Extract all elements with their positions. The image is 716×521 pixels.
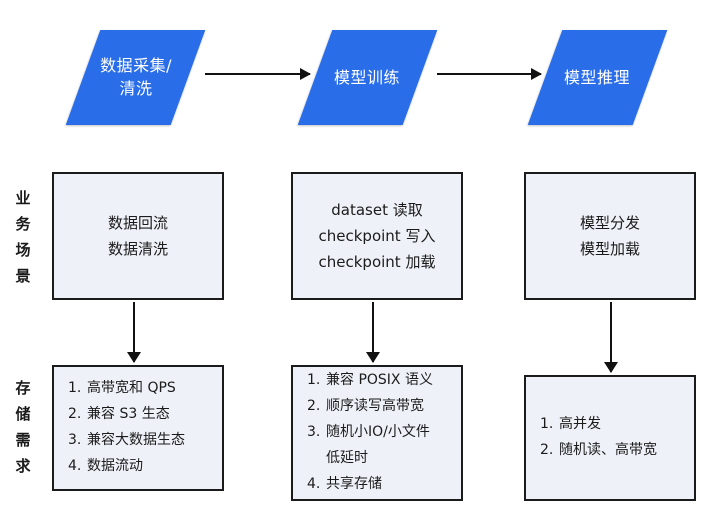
scenario-box-2-line-3: checkpoint 加载	[318, 253, 436, 272]
scenario-box-3-line-2: 模型加载	[579, 240, 640, 258]
requirement-box-2-item-2-text: 顺序读写高带宽	[326, 398, 424, 415]
requirement-box-1-item-4-num: 4.	[68, 457, 82, 474]
arrow-scenario-1-to-requirement-1	[133, 302, 135, 362]
requirement-box-2-item-2: 2. 顺序读写高带宽	[307, 394, 424, 420]
requirement-box-2-item-3-text: 随机小IO/小文件	[326, 424, 430, 441]
stage-data-collection: 数据采集/ 清洗	[65, 30, 206, 125]
requirement-box-1-item-4: 4. 数据流动	[68, 454, 143, 480]
requirement-box-3-item-2-text: 随机读、高带宽	[559, 442, 657, 458]
requirement-box-2-item-2-num: 2.	[307, 398, 321, 415]
requirement-box-2-item-1-text: 兼容 POSIX 语义	[326, 372, 433, 389]
row-label-business-scenario-char-1: 业	[15, 188, 31, 207]
requirement-box-1-item-3: 3. 兼容大数据生态	[68, 428, 185, 454]
scenario-box-2: dataset 读取 checkpoint 写入 checkpoint 加载	[291, 172, 463, 300]
arrow-collection-to-training	[205, 73, 310, 75]
stage-data-collection-label: 数据采集/ 清洗	[99, 56, 172, 99]
row-label-storage-requirement-char-4: 求	[15, 457, 31, 476]
requirement-box-1-item-2: 2. 兼容 S3 生态	[68, 402, 170, 428]
scenario-box-2-line-1: dataset 读取	[331, 200, 423, 219]
requirement-box-1-item-1: 1. 高带宽和 QPS	[68, 376, 176, 402]
row-label-storage-requirement: 存 储 需 求	[6, 368, 40, 486]
requirement-box-2-item-1: 1. 兼容 POSIX 语义	[307, 368, 433, 394]
row-label-storage-requirement-char-3: 需	[15, 431, 31, 449]
requirement-box-1-item-1-text: 高带宽和 QPS	[87, 380, 176, 397]
stage-model-training-label: 模型训练	[334, 67, 401, 87]
requirement-box-2-item-4-num: 4.	[307, 475, 321, 492]
stage-model-inference: 模型推理	[527, 30, 668, 125]
requirement-box-2-item-3: 3. 随机小IO/小文件	[307, 420, 430, 446]
stage-model-training: 模型训练	[297, 30, 438, 125]
requirement-box-3-item-2-num: 2.	[540, 442, 554, 458]
scenario-box-3-line-1: 模型分发	[579, 213, 640, 232]
row-label-storage-requirement-char-2: 储	[15, 404, 31, 423]
arrow-scenario-2-to-requirement-2	[372, 302, 374, 362]
scenario-box-1: 数据回流 数据清洗	[52, 172, 224, 300]
requirement-box-2-item-3-num: 3.	[307, 424, 321, 441]
requirement-box-2-item-4: 4. 共享存储	[307, 472, 382, 498]
requirement-box-3-item-2: 2. 随机读、高带宽	[540, 438, 657, 464]
row-label-business-scenario-char-4: 景	[15, 267, 31, 286]
requirement-box-3-item-1-num: 1.	[540, 416, 554, 433]
requirement-box-1-item-3-text: 兼容大数据生态	[87, 432, 185, 448]
row-label-business-scenario: 业 务 场 景	[6, 178, 40, 296]
arrow-scenario-3-to-requirement-3	[610, 302, 612, 372]
requirement-box-2-item-3-continuation-text: 低延时	[326, 449, 368, 466]
requirement-box-3: 1. 高并发 2. 随机读、高带宽	[524, 375, 696, 501]
row-label-business-scenario-char-2: 务	[15, 214, 31, 233]
requirement-box-3-item-1: 1. 高并发	[540, 412, 601, 438]
requirement-box-1: 1. 高带宽和 QPS 2. 兼容 S3 生态 3. 兼容大数据生态 4. 数据…	[52, 365, 224, 491]
requirement-box-1-item-4-text: 数据流动	[87, 457, 143, 474]
scenario-box-3: 模型分发 模型加载	[524, 172, 696, 300]
stage-model-inference-label: 模型推理	[564, 67, 631, 87]
scenario-box-2-line-2: checkpoint 写入	[318, 226, 436, 245]
scenario-box-1-line-1: 数据回流	[107, 213, 168, 232]
requirement-box-1-item-2-num: 2.	[68, 406, 82, 423]
row-label-business-scenario-char-3: 场	[15, 241, 31, 259]
requirement-box-2-item-3-continuation: 低延时	[307, 446, 368, 472]
row-label-storage-requirement-char-1: 存	[15, 378, 31, 397]
requirement-box-1-item-2-text: 兼容 S3 生态	[87, 406, 170, 423]
requirement-box-3-item-1-text: 高并发	[559, 416, 601, 433]
requirement-box-1-item-1-num: 1.	[68, 380, 82, 397]
requirement-box-2: 1. 兼容 POSIX 语义 2. 顺序读写高带宽 3. 随机小IO/小文件 低…	[291, 365, 463, 501]
arrow-training-to-inference	[437, 73, 541, 75]
scenario-box-1-line-2: 数据清洗	[107, 240, 168, 258]
requirement-box-2-item-1-num: 1.	[307, 372, 321, 389]
requirement-box-2-item-4-text: 共享存储	[326, 475, 382, 492]
requirement-box-1-item-3-num: 3.	[68, 432, 82, 448]
